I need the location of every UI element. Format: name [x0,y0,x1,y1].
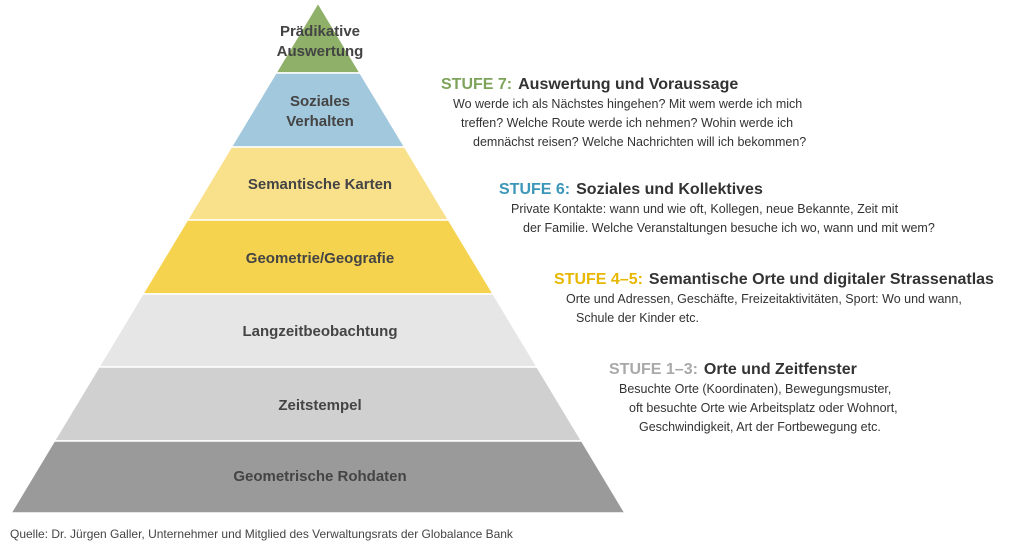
stage-line: Besuchte Orte (Koordinaten), Bewegungsmu… [619,382,892,396]
stage-heading: Auswertung und Voraussage [518,76,739,93]
stage-title: STUFE 7: Auswertung und Voraussage [441,75,806,95]
stage-line: Wo werde ich als Nächstes hingehen? Mit … [453,97,803,111]
stage-tag: STUFE 1–3: [609,361,698,378]
layer-label-soziales-verhalten: Soziales Verhalten [286,93,354,130]
stage-heading: Orte und Zeitfenster [703,361,857,378]
stage-line: der Familie. Welche Veranstaltungen besu… [523,221,935,235]
stage-line: Orte und Adressen, Geschäfte, Freizeitak… [566,292,962,306]
stage-heading: Semantische Orte und digitaler Strassena… [648,271,994,288]
stage-title: STUFE 4–5: Semantische Orte und digitaler… [554,270,994,290]
stage-title: STUFE 1–3: Orte und Zeitfenster [609,360,898,380]
stage-line: Schule der Kinder etc. [576,311,699,325]
stage-line: demnächst reisen? Welche Nachrichten wil… [473,135,807,149]
stage-tag: STUFE 7: [441,76,513,93]
pyramid-diagram [9,1,627,514]
stage-7: STUFE 7: Auswertung und Voraussage Wo wer… [441,75,806,152]
layer-label-langzeitbeobachtung: Langzeitbeobachtung [242,323,398,340]
stage-title: STUFE 6: Soziales und Kollektives [499,180,935,200]
layer-label-geometrische-rohdaten: Geometrische Rohdaten [233,468,407,485]
stage-6: STUFE 6: Soziales und Kollektives Private… [499,180,935,238]
stage-heading: Soziales und Kollektives [576,181,763,198]
pyramid-layer-geometrische-rohdaten [9,440,627,514]
stage-tag: STUFE 4–5: [554,271,643,288]
stage-4-5: STUFE 4–5: Semantische Orte und digitaler… [554,270,994,328]
stage-tag: STUFE 6: [499,181,571,198]
stage-line: treffen? Welche Route werde ich nehmen? … [461,116,794,130]
stage-line: Geschwindigkeit, Art der Fortbewegung et… [639,420,881,434]
layer-label-semantische-karten: Semantische Karten [247,176,393,193]
stage-1-3: STUFE 1–3: Orte und Zeitfenster Besuchte … [609,360,898,437]
stage-line: oft besuchte Orte wie Arbeitsplatz oder … [629,401,898,415]
stage-line: Private Kontakte: wann und wie oft, Koll… [511,202,899,216]
layer-label-geometrie-geografie: Geometrie/Geografie [245,250,395,267]
layer-label-zeitstempel: Zeitstempel [278,397,362,414]
layer-label-praediktive-auswertung: Prädikative Auswertung [276,23,364,60]
source-caption: Quelle: Dr. Jürgen Galler, Unternehmer u… [10,527,513,541]
